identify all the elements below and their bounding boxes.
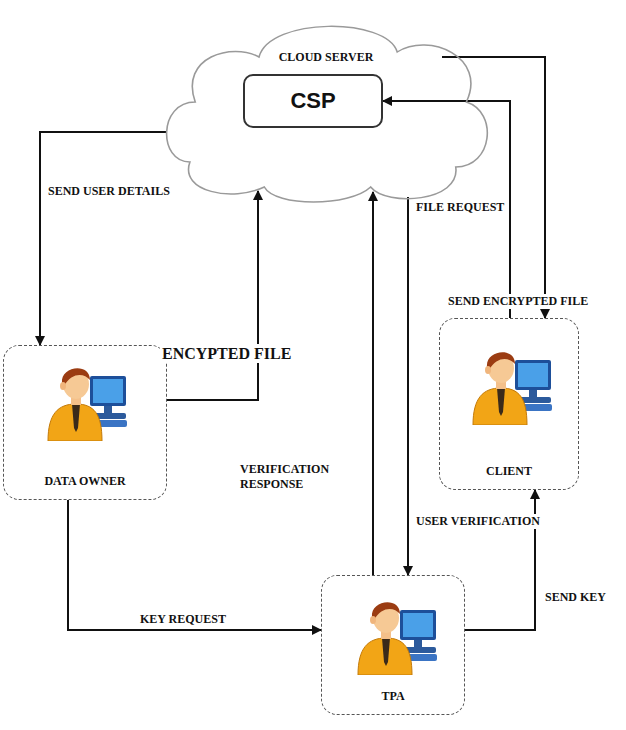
arrow-connector (442, 57, 545, 318)
cloud-shape: CLOUD SERVER CSP (158, 2, 494, 205)
edge-label: KEY REQUEST (138, 612, 228, 627)
arrow-connector (372, 192, 374, 575)
node-label: CSP (290, 88, 335, 114)
node-label: DATA OWNER (4, 474, 166, 489)
edge-label: ENCYPTED FILE (160, 344, 293, 363)
edge-label: FILE REQUEST (414, 200, 506, 215)
arrow-connector (465, 490, 535, 630)
process-box: CSP (243, 74, 383, 128)
edge-label: SEND USER DETAILS (46, 184, 172, 199)
edge-label: USER VERIFICATION (414, 514, 542, 529)
person-computer-icon (465, 340, 555, 425)
edge-label: SEND KEY (543, 590, 608, 605)
node-label: TPA (322, 689, 464, 704)
actor-box: TPA (321, 575, 465, 715)
edge-label: VERIFICATION RESPONSE (238, 462, 360, 492)
arrow-connector (68, 500, 321, 630)
actor-box: CLIENT (439, 318, 579, 490)
arrow-connector (407, 197, 409, 575)
person-computer-icon (350, 590, 440, 675)
actor-box: DATA OWNER (3, 345, 167, 500)
arrow-connector (383, 101, 510, 318)
person-computer-icon (40, 356, 130, 441)
edge-label: SEND ENCRYPTED FILE (446, 294, 590, 309)
arrow-connector (40, 132, 167, 345)
node-label: CLIENT (440, 464, 578, 479)
arrow-connector (167, 191, 258, 400)
cloud-title: CLOUD SERVER (158, 50, 494, 65)
